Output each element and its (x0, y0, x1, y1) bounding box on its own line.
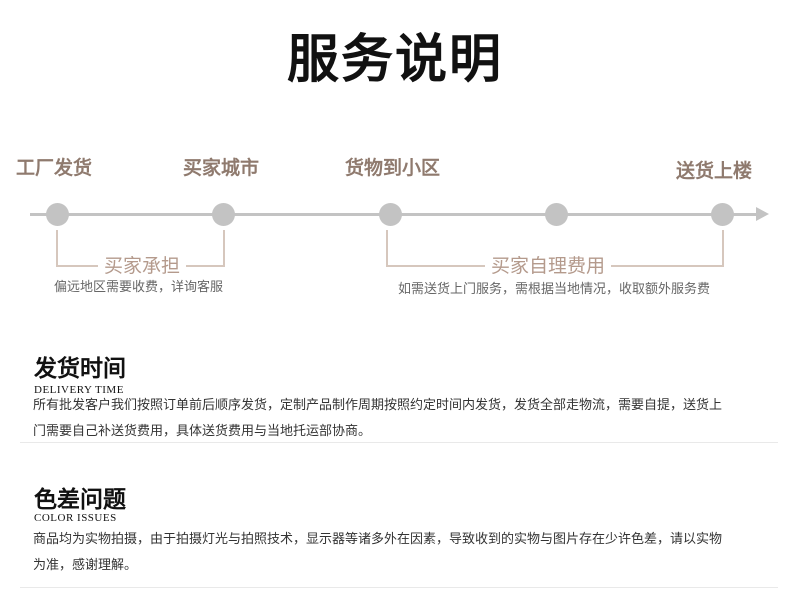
bracket-note-buyer-pays: 偏远地区需要收费，详询客服 (54, 280, 224, 295)
timeline-dot-transit (545, 203, 568, 226)
timeline-dot-buyer-city (212, 203, 235, 226)
bracket-note-self-cost: 如需送货上门服务，需根据当地情况，收取额外服务费 (398, 282, 711, 297)
timeline-arrow-icon (756, 207, 769, 221)
section-title: 发货时间 (34, 355, 126, 382)
section-divider (20, 587, 778, 588)
timeline-dot-community (379, 203, 402, 226)
step-label-factory: 工厂发货 (16, 157, 93, 179)
bracket-label-buyer-pays: 买家承担 (98, 254, 187, 278)
section-divider (20, 442, 778, 443)
step-label-community: 货物到小区 (345, 157, 441, 179)
section-text: 所有批发客户我们按照订单前后顺序发货，定制产品制作周期按照约定时间内发货，发货全… (33, 398, 723, 439)
timeline-dot-factory (46, 203, 69, 226)
page-title: 服务说明 (286, 30, 503, 90)
bracket-label-self-cost: 买家自理费用 (485, 254, 612, 278)
section-text: 商品均为实物拍摄，由于拍摄灯光与拍照技术，显示器等诸多外在因素，导致收到的实物与… (33, 532, 723, 573)
section-title: 色差问题 (34, 486, 126, 513)
section-subtitle: COLOR ISSUES (34, 512, 117, 524)
step-label-upstairs: 送货上楼 (676, 160, 753, 182)
step-label-buyer-city: 买家城市 (183, 157, 260, 179)
section-subtitle: DELIVERY TIME (34, 384, 124, 396)
timeline-dot-upstairs (711, 203, 734, 226)
